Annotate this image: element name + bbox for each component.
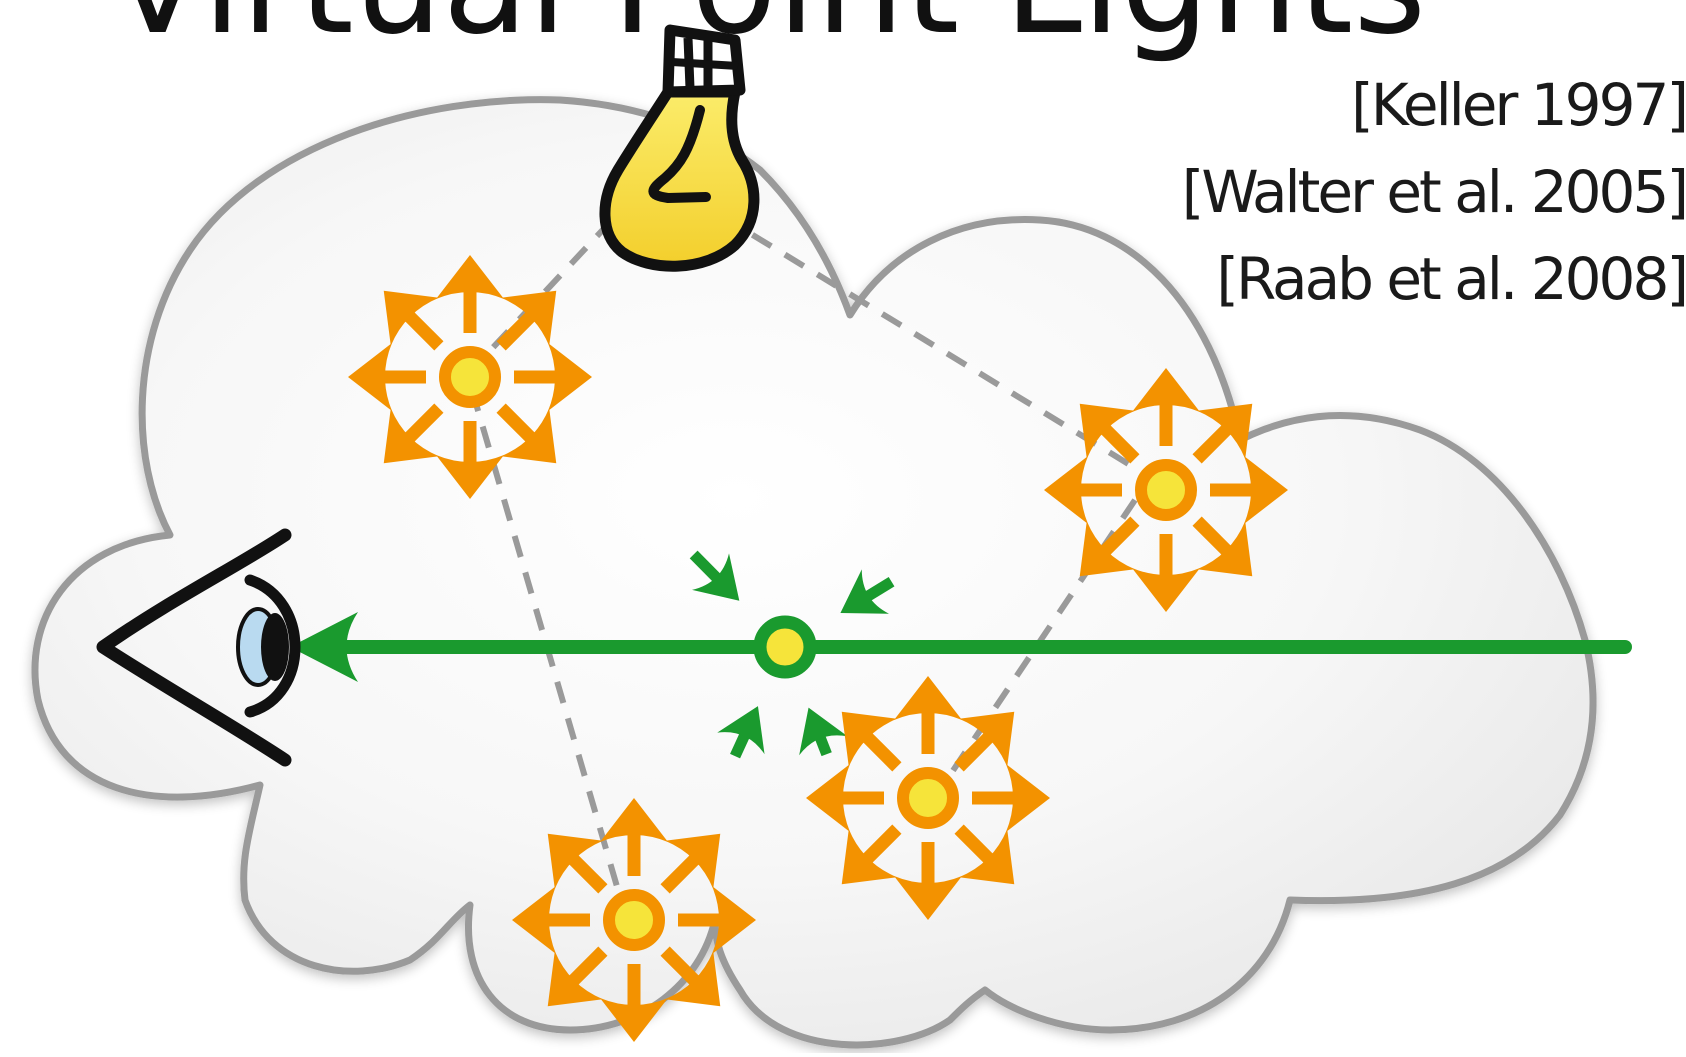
eye-lid: [96, 528, 292, 767]
gather-point-center: [753, 615, 817, 679]
vpl-arrowhead: [841, 711, 897, 767]
vpl-arrowhead: [1079, 521, 1135, 577]
vpl-arrowhead: [894, 676, 962, 720]
vpl-arrowhead: [1006, 764, 1050, 832]
vpl-ray: [660, 854, 700, 894]
vpl-arrowhead: [348, 343, 392, 411]
slide-title: Virtual Point Lights: [110, 0, 1426, 66]
vpl-ray: [1192, 516, 1232, 556]
vpl-arrowhead: [959, 829, 1015, 885]
gather-point-icon: [689, 550, 895, 759]
path-light-to-vpl-1: [469, 217, 615, 373]
incoming-arrowhead: [840, 569, 889, 614]
vpl-center: [1135, 459, 1197, 521]
eye-pupil: [261, 613, 289, 681]
vpl-ray: [1100, 516, 1140, 556]
vpl-ray: [404, 403, 444, 443]
vpl-arrowhead: [512, 886, 556, 954]
vpl-arrowhead: [383, 408, 439, 464]
path-light-to-vpl-2: [718, 212, 1137, 471]
incoming-arrowhead: [717, 706, 765, 755]
eye-ball-outline: [244, 574, 301, 718]
vpl-ray: [1192, 424, 1232, 464]
vpl-arrowhead: [547, 833, 603, 889]
vpl-arrowhead: [1244, 456, 1288, 524]
bulb-glass: [599, 86, 760, 272]
vpl-ray: [496, 311, 536, 351]
vpl-arrowhead: [1079, 403, 1135, 459]
vpl-ray: [496, 403, 536, 443]
vpl-ray: [862, 732, 902, 772]
reference-item: [Walter et al. 2005]: [1181, 158, 1686, 226]
vpl-arrowhead: [548, 343, 592, 411]
vpl-arrowhead: [894, 876, 962, 920]
vpl-arrowhead: [1132, 368, 1200, 412]
virtual-point-light-icon: [806, 676, 1050, 920]
vpl-ray: [404, 311, 444, 351]
camera-ray: [290, 612, 1632, 682]
ray-arrowhead: [290, 612, 358, 682]
vpl-arrowhead: [665, 951, 721, 1007]
vpl-ray: [660, 946, 700, 986]
virtual-point-light-icon: [1044, 368, 1288, 612]
virtual-point-light-icon: [348, 255, 592, 499]
vpl-arrowhead: [959, 711, 1015, 767]
vpl-arrowhead: [665, 833, 721, 889]
vpl-ray: [954, 824, 994, 864]
vpl-center: [897, 767, 959, 829]
virtual-point-lights: [348, 255, 1288, 1042]
vpl-ray: [568, 946, 608, 986]
vpl-arrowhead: [501, 408, 557, 464]
socket-thread-3: [671, 58, 739, 70]
vpl-arrowhead: [547, 951, 603, 1007]
light-bulb-icon: [599, 24, 760, 272]
vpl-arrowhead: [436, 455, 504, 499]
reference-item: [Keller 1997]: [1351, 71, 1686, 139]
vpl-ray: [568, 854, 608, 894]
incoming-arrowhead: [692, 553, 740, 601]
vpl-arrowhead: [841, 829, 897, 885]
reference-item: [Raab et al. 2008]: [1216, 245, 1686, 313]
vpl-arrowhead: [712, 886, 756, 954]
vpl-ray: [1100, 424, 1140, 464]
vpl-arrowhead: [806, 764, 850, 832]
incoming-arrowhead: [799, 707, 848, 756]
vpl-center: [603, 889, 665, 951]
virtual-point-light-icon: [512, 798, 756, 1042]
vpl-arrowhead: [501, 290, 557, 346]
vpl-arrowhead: [1132, 568, 1200, 612]
vpl-arrowhead: [600, 798, 668, 842]
vpl-arrowhead: [383, 290, 439, 346]
vpl-arrowhead: [1044, 456, 1088, 524]
reference-list: [Keller 1997] [Walter et al. 2005] [Raab…: [1182, 62, 1686, 323]
vpl-arrowhead: [1197, 403, 1253, 459]
eye-icon: [96, 528, 301, 767]
vpl-center: [439, 346, 501, 408]
vpl-arrowhead: [436, 255, 504, 299]
path-vpl-1-to-vpl-4: [469, 389, 621, 891]
bulb-filament: [648, 105, 711, 203]
vpl-arrowhead: [600, 998, 668, 1042]
vpl-ray: [862, 824, 902, 864]
vpl-arrowhead: [1197, 521, 1253, 577]
vpl-ray: [954, 732, 994, 772]
